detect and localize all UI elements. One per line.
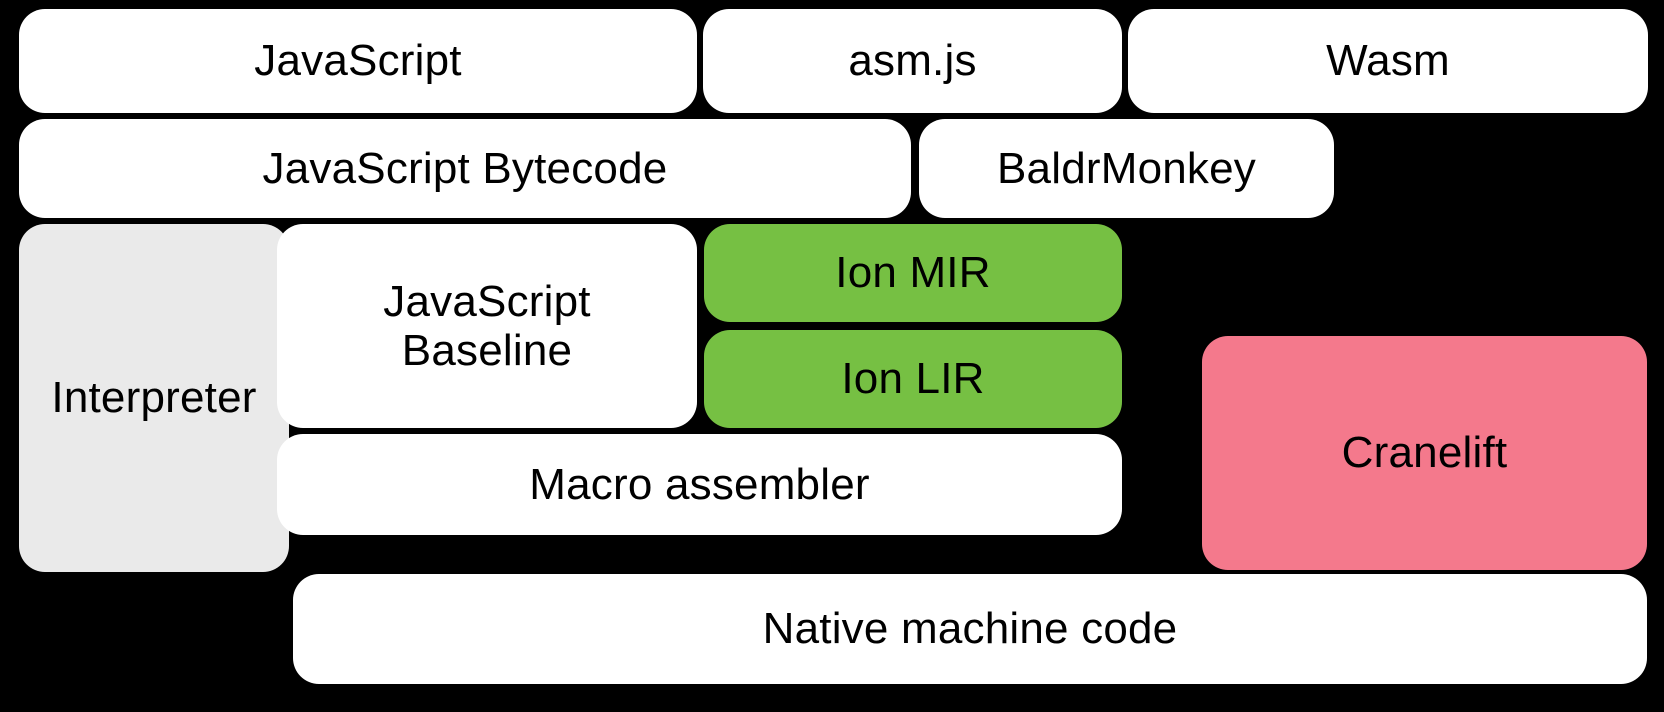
node-baldrmonkey: BaldrMonkey: [919, 119, 1334, 218]
node-ion-lir: Ion LIR: [704, 330, 1122, 428]
node-asm-js: asm.js: [703, 9, 1122, 113]
node-interpreter: Interpreter: [19, 224, 289, 572]
node-ion-mir: Ion MIR: [704, 224, 1122, 322]
node-native-machine-code: Native machine code: [293, 574, 1647, 684]
node-macro-assembler: Macro assembler: [277, 434, 1122, 535]
node-cranelift: Cranelift: [1202, 336, 1647, 570]
node-javascript-bytecode: JavaScript Bytecode: [19, 119, 911, 218]
node-javascript: JavaScript: [19, 9, 697, 113]
node-wasm: Wasm: [1128, 9, 1648, 113]
node-javascript-baseline: JavaScript Baseline: [277, 224, 697, 428]
